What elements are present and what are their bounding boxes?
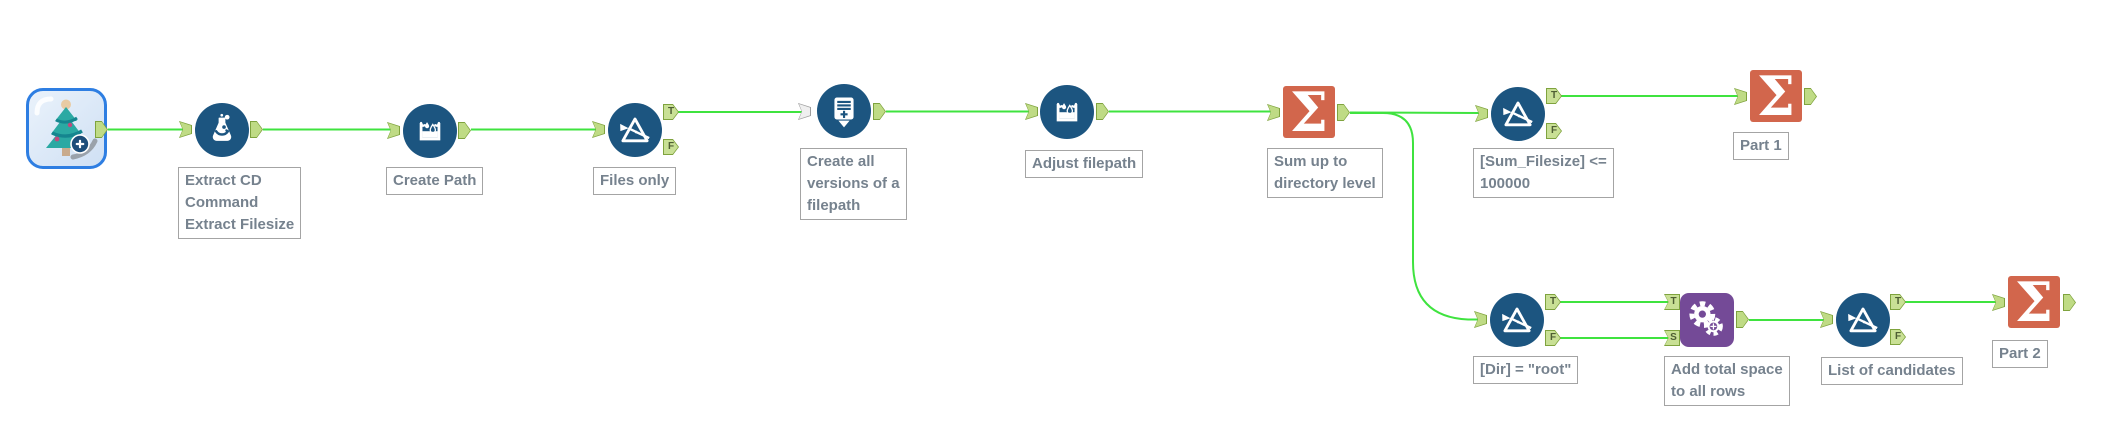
- tool-annotation[interactable]: Adjust filepath: [1025, 150, 1144, 178]
- formula-flask-icon[interactable]: [195, 103, 249, 157]
- generate-rows-icon[interactable]: [817, 84, 871, 138]
- input-anchor[interactable]: [387, 122, 400, 139]
- filter-icon[interactable]: [1490, 293, 1544, 347]
- input-anchor[interactable]: [1267, 104, 1280, 121]
- input-anchor[interactable]: [1992, 294, 2005, 311]
- tool-annotation[interactable]: Extract CD Command Extract Filesize: [178, 167, 302, 239]
- output-anchor[interactable]: [250, 121, 263, 138]
- input-anchor[interactable]: [179, 121, 192, 138]
- output-anchor-false[interactable]: F: [1890, 329, 1906, 345]
- output-anchor[interactable]: [1804, 88, 1817, 105]
- connection-wire[interactable]: [1350, 112, 1478, 321]
- christmas-tree-graphic: [34, 96, 98, 160]
- output-anchor[interactable]: [2063, 294, 2076, 311]
- output-anchor[interactable]: [95, 121, 108, 138]
- tool-annotation[interactable]: Create Path: [386, 167, 484, 195]
- input-anchor-source[interactable]: S: [1664, 330, 1680, 346]
- input-anchor[interactable]: [592, 121, 605, 138]
- input-anchor[interactable]: [1474, 311, 1487, 328]
- filter-icon[interactable]: [1836, 293, 1890, 347]
- output-anchor[interactable]: [1096, 103, 1109, 120]
- output-anchor[interactable]: [873, 103, 886, 120]
- filter-icon[interactable]: [608, 103, 662, 157]
- output-anchor-false[interactable]: F: [1545, 330, 1561, 346]
- christmas-tree-input-macro-icon[interactable]: [26, 88, 107, 169]
- tool-annotation[interactable]: [Dir] = "root": [1473, 356, 1579, 384]
- tool-annotation[interactable]: Create all versions of a filepath: [800, 148, 907, 220]
- multi-row-formula-icon[interactable]: [403, 104, 457, 158]
- input-anchor[interactable]: [1025, 103, 1038, 120]
- summarize-sigma-icon[interactable]: Σ: [2008, 276, 2060, 328]
- output-anchor-false[interactable]: F: [663, 139, 679, 155]
- tool-annotation[interactable]: [Sum_Filesize] <= 100000: [1473, 148, 1614, 198]
- tool-annotation[interactable]: Sum up to directory level: [1267, 148, 1383, 198]
- filter-icon[interactable]: [1491, 87, 1545, 141]
- output-anchor-true[interactable]: T: [1890, 294, 1906, 310]
- summarize-sigma-icon[interactable]: Σ: [1750, 70, 1802, 122]
- tool-annotation[interactable]: Add total space to all rows: [1664, 356, 1790, 406]
- append-fields-gears-icon[interactable]: [1680, 293, 1734, 347]
- tool-annotation[interactable]: List of candidates: [1821, 357, 1963, 385]
- input-anchor-target[interactable]: T: [1664, 294, 1680, 310]
- input-anchor[interactable]: [798, 103, 811, 120]
- output-anchor[interactable]: [458, 122, 471, 139]
- tool-annotation[interactable]: Part 1: [1733, 132, 1789, 160]
- output-anchor-true[interactable]: T: [1546, 88, 1562, 104]
- output-anchor-false[interactable]: F: [1546, 123, 1562, 139]
- multi-row-formula-icon[interactable]: [1040, 85, 1094, 139]
- output-anchor-true[interactable]: T: [1545, 294, 1561, 310]
- output-anchor[interactable]: [1337, 104, 1350, 121]
- input-anchor[interactable]: [1475, 105, 1488, 122]
- summarize-sigma-icon[interactable]: Σ: [1283, 86, 1335, 138]
- input-anchor[interactable]: [1734, 88, 1747, 105]
- tool-annotation[interactable]: Part 2: [1992, 340, 2048, 368]
- input-anchor[interactable]: [1820, 311, 1833, 328]
- output-anchor-true[interactable]: T: [663, 104, 679, 120]
- output-anchor[interactable]: [1736, 311, 1749, 328]
- tool-annotation[interactable]: Files only: [593, 167, 677, 195]
